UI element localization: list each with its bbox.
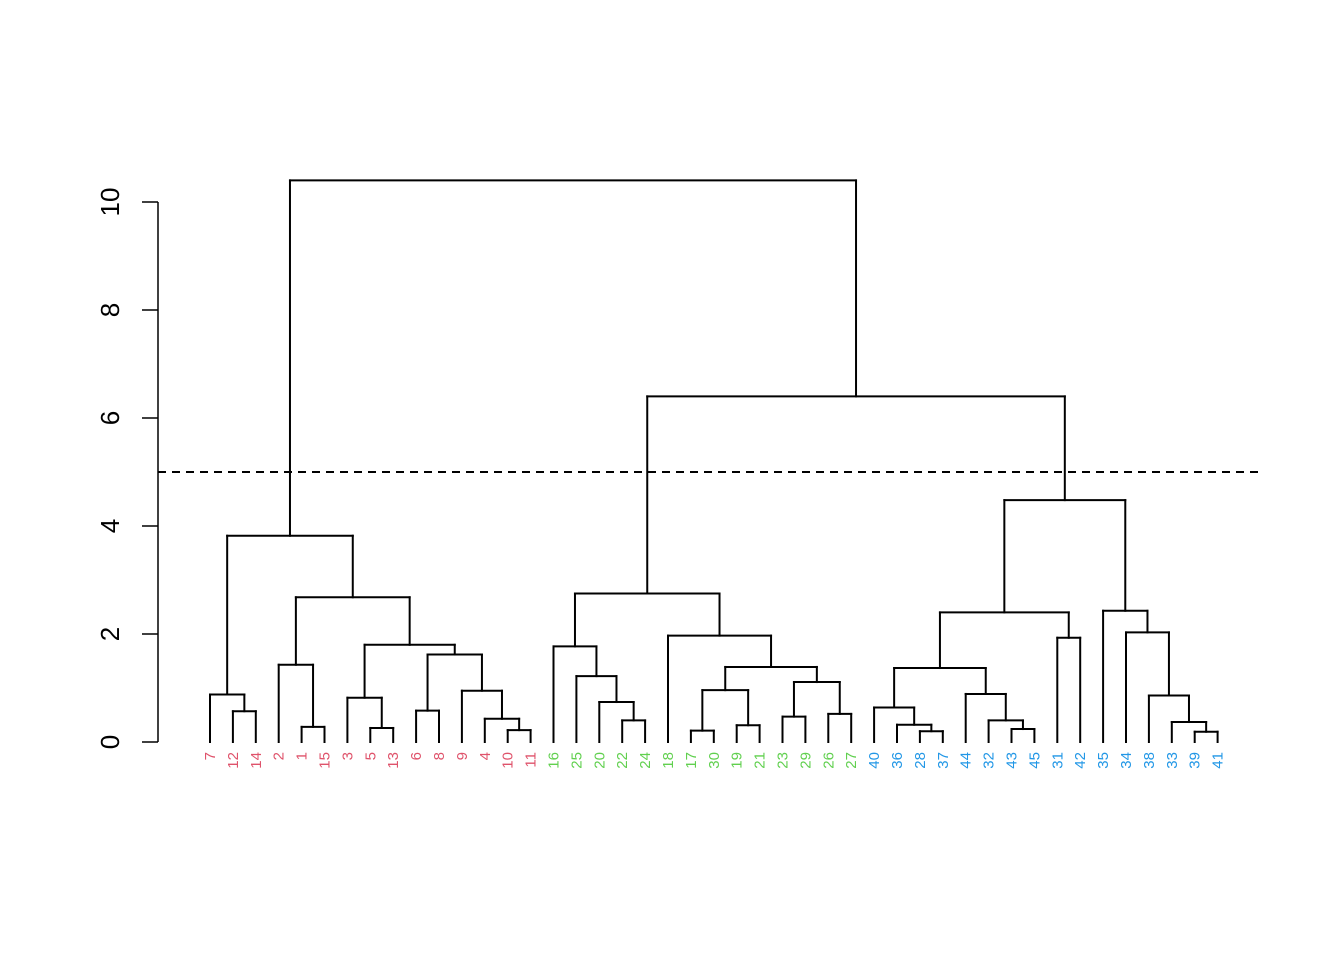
leaf-label: 38 xyxy=(1141,752,1158,769)
leaf-label: 16 xyxy=(546,752,563,769)
leaf-label: 1 xyxy=(294,752,311,760)
leaf-label: 37 xyxy=(935,752,952,769)
leaf-label: 33 xyxy=(1164,752,1181,769)
leaf-label: 30 xyxy=(706,752,723,769)
leaf-label: 40 xyxy=(866,752,883,769)
leaf-label: 4 xyxy=(477,752,494,760)
leaf-label: 7 xyxy=(202,752,219,760)
y-tick-label: 10 xyxy=(95,188,125,217)
y-tick-label: 4 xyxy=(95,519,125,533)
leaf-label: 45 xyxy=(1026,752,1043,769)
leaf-label: 9 xyxy=(454,752,471,760)
leaf-label: 24 xyxy=(637,752,654,769)
leaf-label: 36 xyxy=(889,752,906,769)
leaf-label: 25 xyxy=(568,752,585,769)
leaf-label: 14 xyxy=(248,752,265,769)
leaf-label: 43 xyxy=(1004,752,1021,769)
leaf-label: 31 xyxy=(1049,752,1066,769)
leaf-label: 6 xyxy=(408,752,425,760)
y-tick-label: 6 xyxy=(95,411,125,425)
leaf-label: 5 xyxy=(362,752,379,760)
leaf-label: 22 xyxy=(614,752,631,769)
leaf-label: 2 xyxy=(271,752,288,760)
leaf-label: 44 xyxy=(958,752,975,769)
leaf-label: 26 xyxy=(820,752,837,769)
leaf-label: 28 xyxy=(912,752,929,769)
leaf-label: 3 xyxy=(339,752,356,760)
leaf-label: 21 xyxy=(752,752,769,769)
leaf-label: 34 xyxy=(1118,752,1135,769)
leaf-label: 8 xyxy=(431,752,448,760)
leaf-label: 27 xyxy=(843,752,860,769)
leaf-label: 23 xyxy=(775,752,792,769)
leaf-label: 12 xyxy=(225,752,242,769)
leaf-label: 10 xyxy=(500,752,517,769)
y-tick-label: 2 xyxy=(95,627,125,641)
y-tick-label: 8 xyxy=(95,303,125,317)
leaf-label: 39 xyxy=(1187,752,1204,769)
leaf-label: 20 xyxy=(591,752,608,769)
y-axis: 0 2 4 6 8 10 xyxy=(95,188,159,749)
leaf-label: 11 xyxy=(523,752,540,768)
y-tick-label: 0 xyxy=(95,735,125,749)
leaf-label: 32 xyxy=(981,752,998,769)
leaf-label: 19 xyxy=(729,752,746,769)
leaf-label: 29 xyxy=(797,752,814,769)
leaf-label: 17 xyxy=(683,752,700,769)
dendrogram-tree xyxy=(209,179,1219,743)
leaf-label: 35 xyxy=(1095,752,1112,769)
leaf-label: 15 xyxy=(317,752,334,769)
leaf-label: 41 xyxy=(1210,752,1227,769)
leaf-label: 13 xyxy=(385,752,402,769)
leaf-label: 42 xyxy=(1072,752,1089,769)
leaf-label: 18 xyxy=(660,752,677,769)
